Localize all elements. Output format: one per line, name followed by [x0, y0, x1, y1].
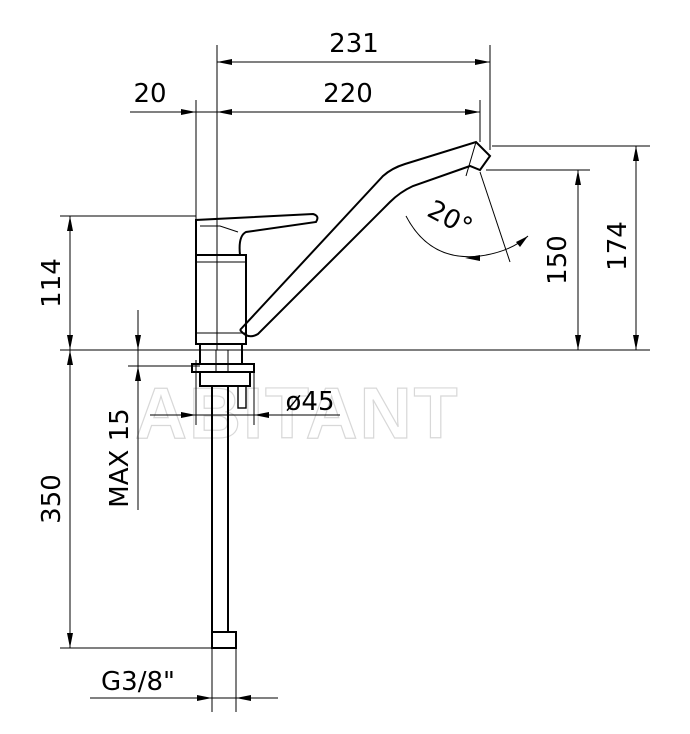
spout	[239, 140, 492, 338]
dim-350: 350	[37, 474, 67, 524]
arrow-174-top	[633, 146, 639, 161]
lever-detail	[200, 225, 239, 233]
arrow-114-bottom	[67, 335, 73, 350]
arrow-231-left	[217, 59, 232, 65]
arrow-231-right	[475, 59, 490, 65]
dim-20: 20	[133, 79, 166, 109]
arrow-max15-bottom	[135, 366, 141, 381]
faucet-outline	[60, 45, 650, 649]
arrow-150-bottom	[575, 335, 581, 350]
arrow-g38-left	[197, 695, 212, 701]
hose-fitting	[211, 631, 237, 649]
dim-150: 150	[543, 235, 573, 285]
arrow-220-left	[217, 109, 232, 115]
lever-handle	[195, 212, 319, 256]
arrow-45-right	[254, 412, 269, 418]
arrow-150-top	[575, 170, 581, 185]
angle-leg	[479, 171, 511, 263]
dim-45: ø45	[286, 387, 335, 417]
aerator-face	[465, 141, 477, 177]
dimensions: 231 220 20 114 150 174 20°	[37, 29, 650, 712]
arrow-220-right	[465, 109, 480, 115]
arrow-350-top	[67, 350, 73, 365]
arrow-max15-top	[135, 335, 141, 350]
angle-arrow	[516, 236, 528, 247]
dim-174: 174	[603, 221, 633, 271]
arrow-20-right	[181, 109, 196, 115]
arrow-114-top	[67, 216, 73, 231]
arrow-350-bottom	[67, 633, 73, 648]
dim-220: 220	[323, 79, 373, 109]
arrow-174-bottom	[633, 335, 639, 350]
arrow-g38-right	[236, 695, 251, 701]
dim-20-degree: 20°	[422, 195, 477, 243]
dim-231: 231	[329, 29, 379, 59]
threaded-stud	[237, 385, 247, 409]
dim-114: 114	[37, 258, 67, 308]
angle-arrow-b	[465, 255, 480, 261]
dim-g3-8: G3/8"	[101, 667, 175, 697]
arrow-45-left	[181, 412, 196, 418]
dim-max-15: MAX 15	[105, 408, 135, 507]
faucet-body	[195, 254, 247, 345]
base-nut	[199, 371, 251, 387]
base-washer	[191, 363, 255, 373]
base-ring	[199, 343, 243, 365]
